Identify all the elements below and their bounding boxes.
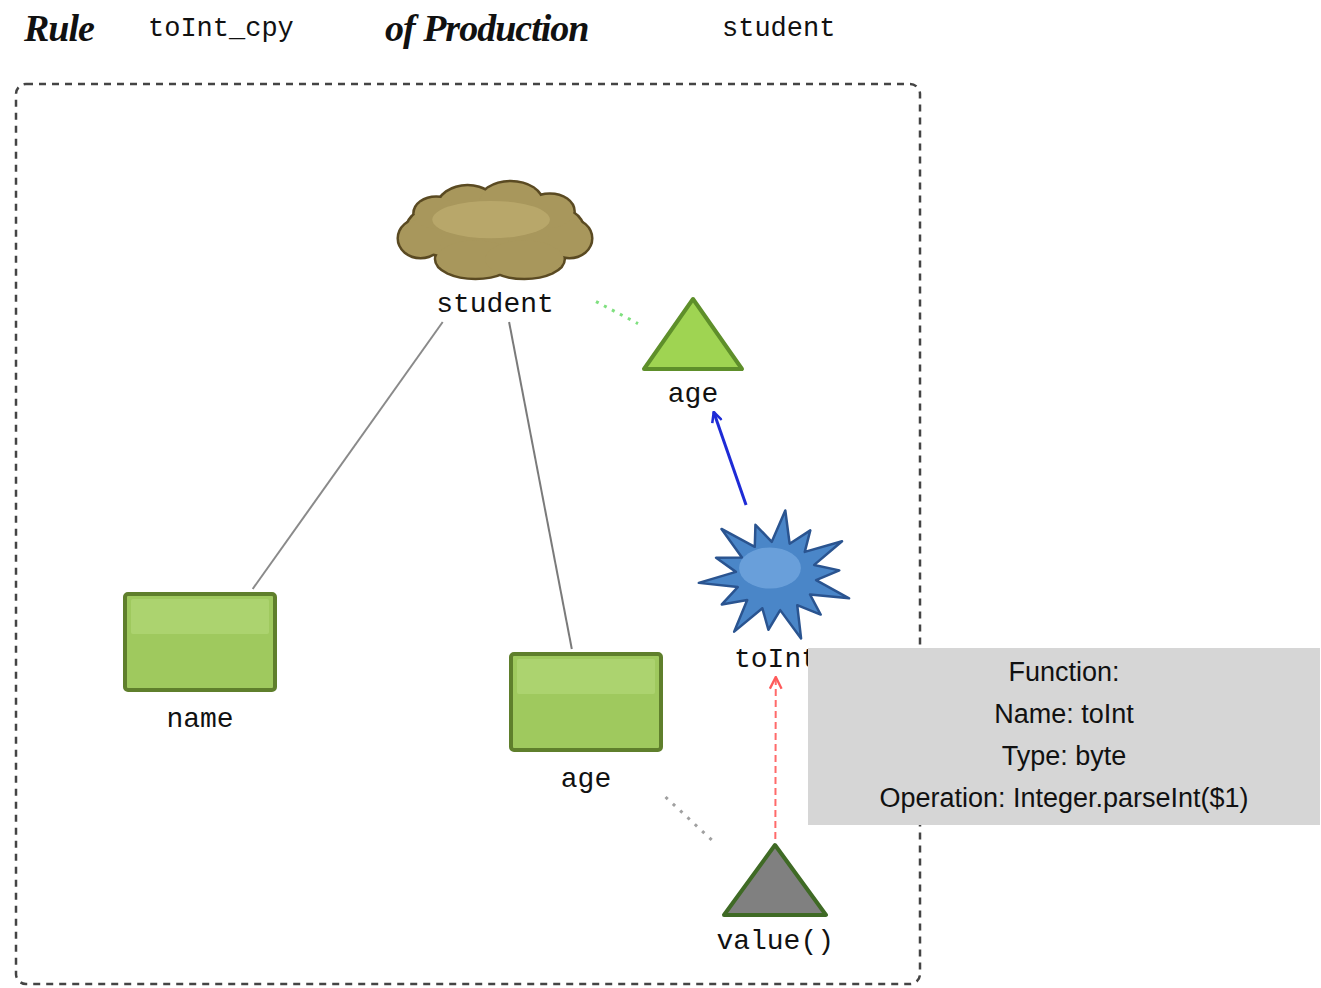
connector — [666, 797, 714, 841]
box-shape — [511, 654, 661, 750]
node-label: age — [509, 766, 663, 794]
value-triangle: value() — [716, 842, 834, 956]
tooltip-line: Type: byte — [808, 735, 1320, 777]
production-name: student — [722, 14, 835, 44]
connector — [714, 412, 746, 505]
connector — [509, 322, 572, 649]
symbol-box-outline — [123, 592, 277, 692]
starburst-highlight — [739, 547, 801, 588]
node-label: student — [397, 291, 593, 319]
symbol-box: age — [509, 652, 663, 794]
node-label: name — [123, 706, 277, 734]
production-cloud: student — [397, 178, 593, 319]
box-shape — [125, 594, 275, 690]
node-label: age — [641, 381, 745, 409]
title-keyword: Rule — [24, 6, 94, 50]
node-label: value() — [716, 928, 834, 956]
cloud-shape — [399, 182, 591, 278]
starburst-shape — [699, 510, 849, 638]
function-tooltip: Function:Name: toIntType: byteOperation:… — [808, 648, 1320, 825]
tooltip-line: Name: toInt — [808, 693, 1320, 735]
title-keyword: of Production — [385, 6, 588, 50]
tooltip-line: Operation: Integer.parseInt($1) — [808, 777, 1320, 819]
box-highlight — [131, 599, 269, 634]
connector — [596, 302, 638, 324]
rule-name: toInt_cpy — [148, 14, 294, 44]
box-highlight — [517, 659, 655, 694]
function-starburst-outline — [696, 508, 856, 644]
attribute-triangle: age — [641, 296, 745, 409]
connector — [253, 322, 443, 589]
symbol-box-outline — [509, 652, 663, 752]
triangle-shape — [644, 299, 742, 369]
connector — [774, 677, 776, 839]
value-triangle-outline — [721, 842, 829, 918]
tooltip-heading: Function: — [808, 651, 1320, 693]
triangle-shape — [724, 845, 826, 915]
attribute-triangle-outline — [641, 296, 745, 372]
rule-frame — [16, 84, 920, 984]
production-cloud-outline — [397, 178, 593, 282]
symbol-box: name — [123, 592, 277, 734]
